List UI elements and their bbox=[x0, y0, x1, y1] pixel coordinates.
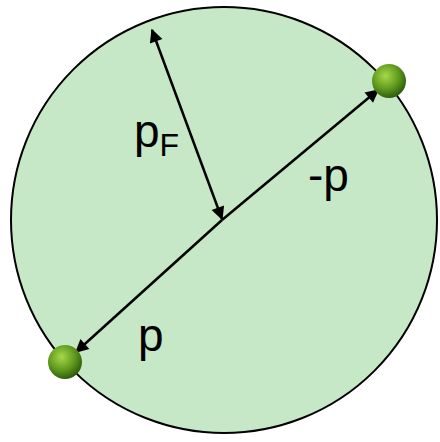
momentum-label: p bbox=[138, 312, 164, 358]
momentum-arrow bbox=[222, 90, 378, 220]
electron-ball bbox=[48, 345, 82, 379]
fermi-sphere bbox=[11, 7, 437, 433]
electron-ball bbox=[372, 64, 406, 98]
momentum-label: -p bbox=[308, 152, 349, 198]
radius-arrow bbox=[152, 30, 222, 219]
fermi-momentum-label: pF bbox=[134, 108, 179, 161]
